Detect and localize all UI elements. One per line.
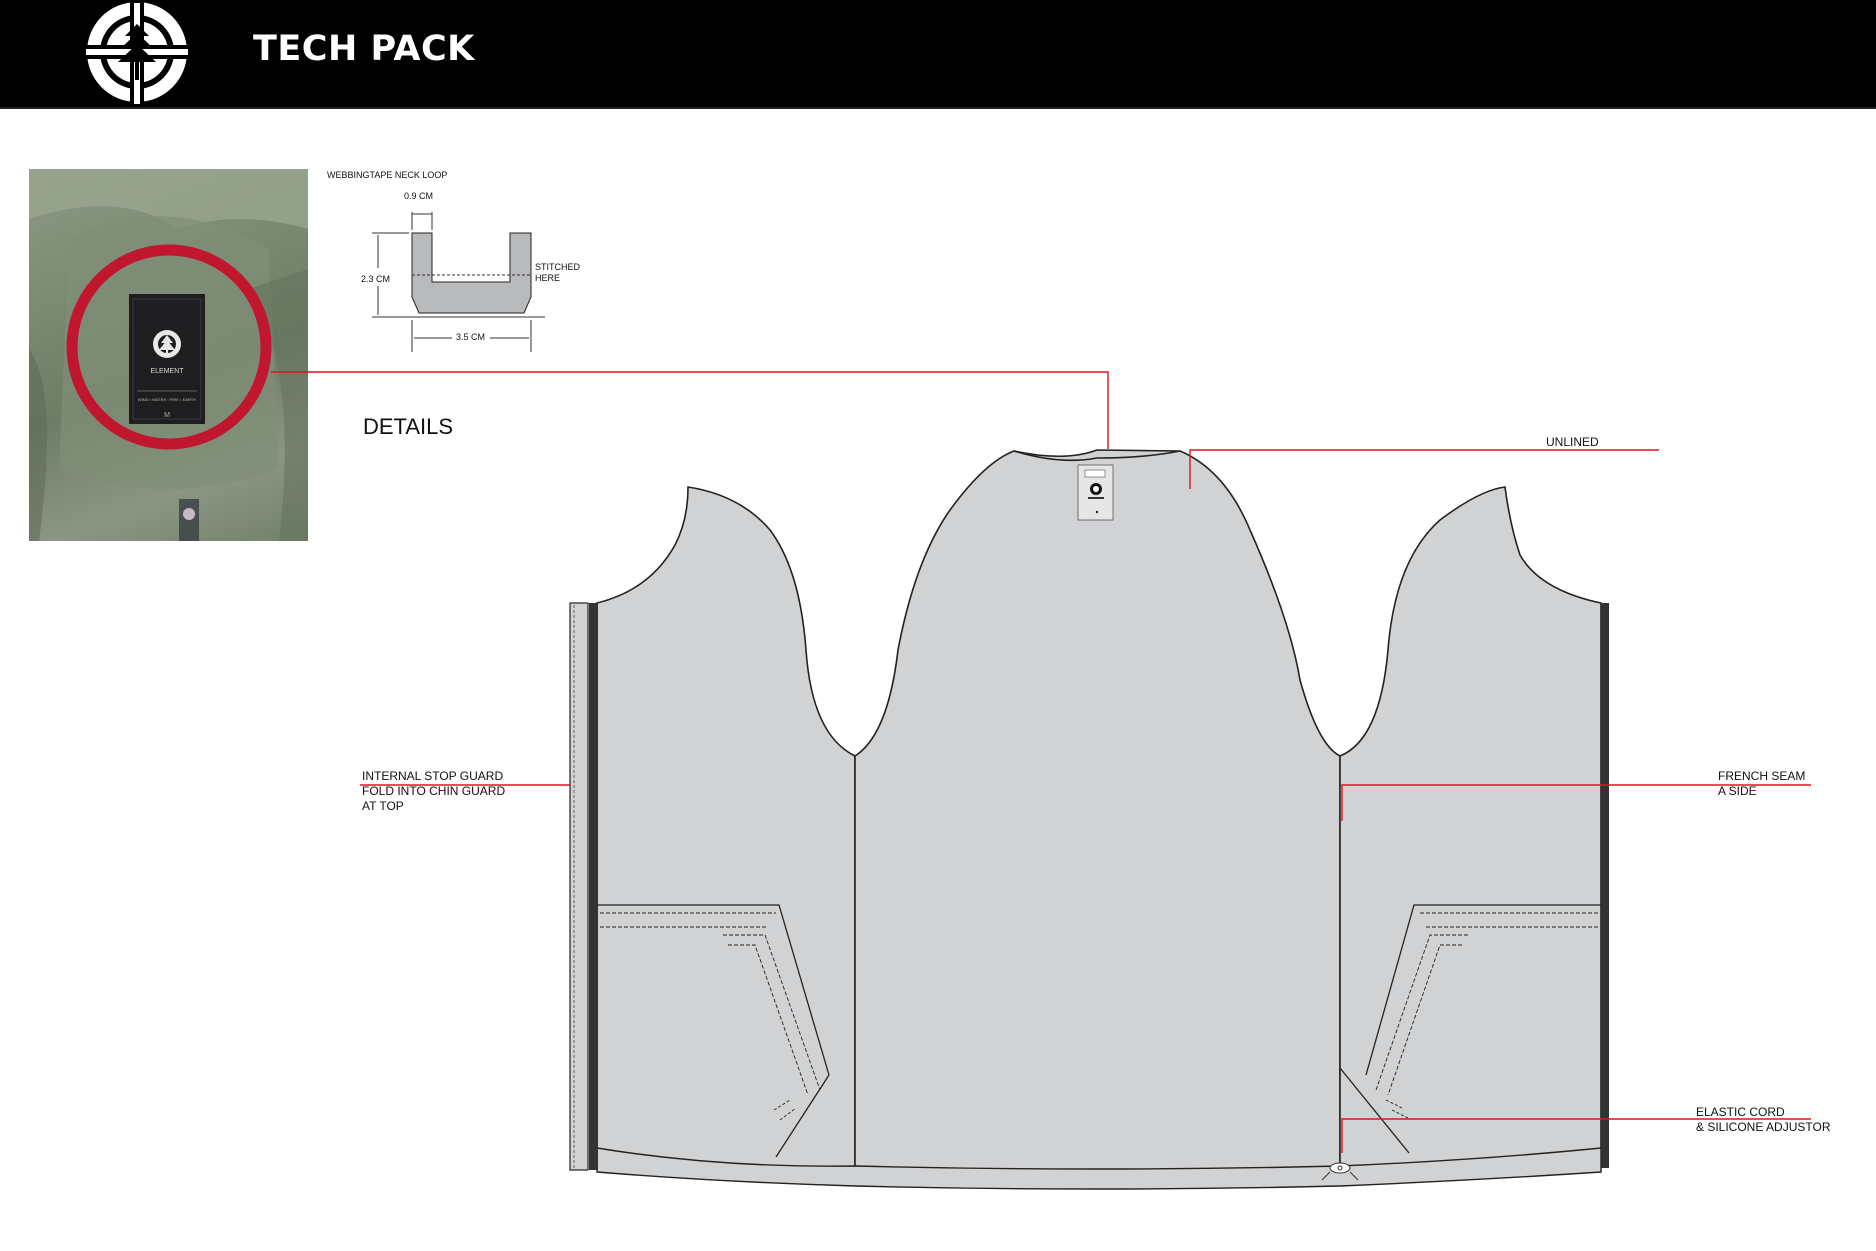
elastic-cord-line-1: ELASTIC CORD: [1696, 1105, 1785, 1119]
french-seam-line-1: FRENCH SEAM: [1718, 769, 1806, 783]
stop-guard-line-3: AT TOP: [362, 799, 404, 813]
left-placket: [569, 602, 589, 1171]
callout-line-unlined: [1189, 449, 1659, 489]
french-seam-line-2: A SIDE: [1718, 784, 1757, 798]
label-brand: ELEMENT: [150, 368, 184, 375]
neck-loop-width-bottom: 3.5 CM: [456, 332, 486, 342]
right-pocket: [1339, 904, 1601, 1154]
stitch-note-line-2: HERE: [535, 273, 561, 283]
callout-elastic-cord: ELASTIC CORD & SILICONE ADJUSTOR: [1696, 1105, 1830, 1135]
elastic-cord-line-2: & SILICONE ADJUSTOR: [1696, 1120, 1831, 1134]
back-panel: [854, 449, 1341, 1176]
header-bar: TECH PACK: [0, 0, 1876, 109]
callout-stop-guard: INTERNAL STOP GUARD FOLD INTO CHIN GUARD…: [362, 769, 505, 814]
right-front-panel: [1339, 486, 1602, 1173]
element-logo-icon: [83, 0, 191, 107]
stop-guard-line-2: FOLD INTO CHIN GUARD: [362, 784, 506, 798]
hem-band: [596, 1147, 1602, 1190]
page-title: TECH PACK: [253, 29, 475, 69]
neck-loop-height: 2.3 CM: [361, 274, 391, 284]
stitch-note: STITCHED HERE: [535, 262, 580, 284]
stop-guard-line-1: INTERNAL STOP GUARD: [362, 769, 504, 783]
callout-french-seam: FRENCH SEAM A SIDE: [1718, 769, 1805, 799]
callout-line-french-seam: [1341, 784, 1811, 821]
right-zipper: [1601, 603, 1609, 1168]
section-title-details: DETAILS: [363, 414, 454, 439]
cord-adjuster: [1321, 1162, 1359, 1181]
left-pocket: [597, 904, 830, 1158]
stitch-note-line-1: STITCHED: [535, 262, 580, 272]
left-front-panel: [596, 486, 856, 1172]
label-tagline: WIND • WATER • FIRE • EARTH: [138, 397, 196, 402]
highlight-circle: [66, 244, 272, 450]
neck-loop-title: WEBBINGTAPE NECK LOOP: [327, 170, 448, 180]
left-zipper: [589, 603, 598, 1170]
neck-label: [1077, 464, 1114, 521]
callout-line-photo: [271, 371, 1109, 449]
neck-loop-diagram: [372, 212, 545, 352]
label-size: M: [164, 412, 170, 419]
neck-loop-width-top: 0.9 CM: [404, 191, 434, 201]
callout-line-elastic-cord: [1341, 1118, 1811, 1153]
reference-photo: ELEMENT WIND • WATER • FIRE • EARTH M: [29, 169, 308, 541]
callout-unlined: UNLINED: [1546, 435, 1599, 449]
